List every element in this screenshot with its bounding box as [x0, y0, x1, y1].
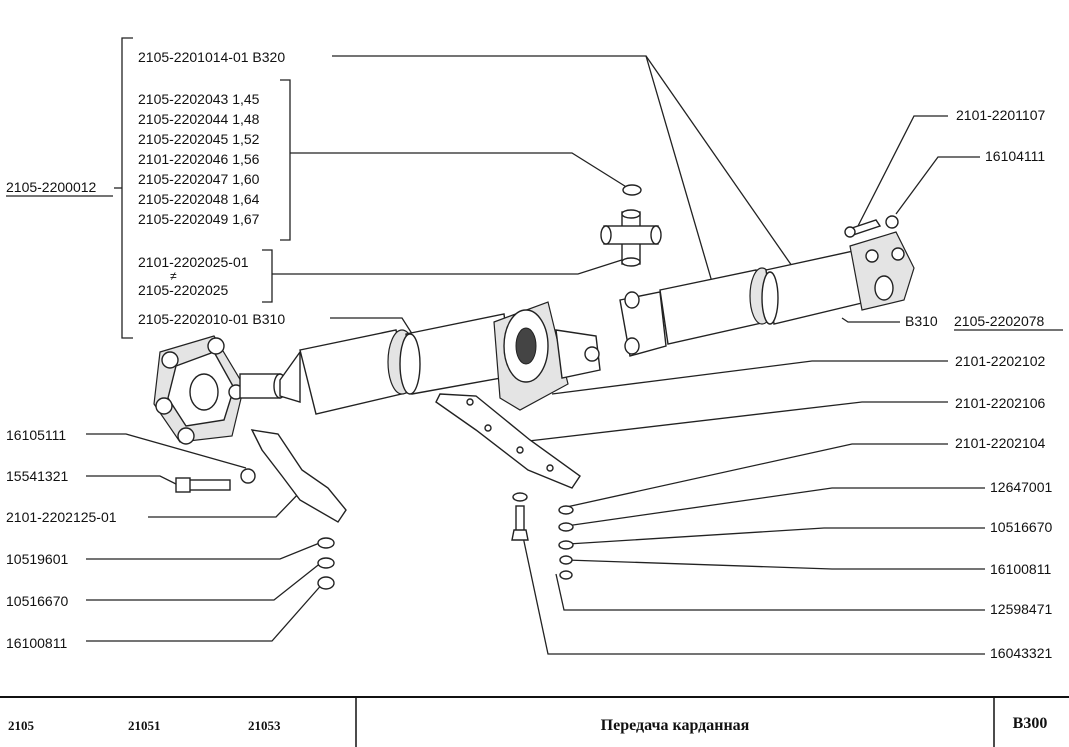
cross-alt-label-1: 2101-2202025-01 [138, 254, 249, 270]
spider-size-list: 2105-2202043 1,45 2105-2202044 1,48 2105… [138, 91, 260, 227]
footer-model-1: 2105 [8, 718, 35, 733]
plate-label: 2101-2202104 [955, 435, 1046, 451]
footer-model-2: 21051 [128, 718, 161, 733]
bracket-top-label: 2105-2201014-01 В320 [138, 49, 285, 65]
footer-title: Передача карданная [601, 717, 750, 734]
bolt-label: 2101-2201107 [956, 107, 1045, 123]
spider-size-item: 2105-2202048 1,64 [138, 191, 260, 207]
rear-bolt-nut [844, 215, 899, 238]
assembly-bracket [114, 37, 291, 339]
spider-size-item: 2105-2202045 1,52 [138, 131, 260, 147]
washer-label-left: 10519601 [6, 551, 69, 567]
rear-shaft-ref-label: В310 [905, 313, 938, 329]
center-support [493, 301, 601, 411]
stud-label-right: 16043321 [990, 645, 1053, 661]
spring-washer-label-right: 10516670 [990, 519, 1053, 535]
bracket-label-left: 2101-2202125-01 [6, 509, 117, 525]
footer-model-3: 21053 [248, 718, 281, 733]
rear-shaft [619, 231, 915, 357]
footer-code: В300 [1013, 715, 1048, 732]
nut-label-right: 16100811 [990, 561, 1051, 577]
leader-lines [86, 55, 985, 655]
nut-label-left-2: 16100811 [6, 635, 67, 651]
front-shaft [279, 313, 513, 415]
spring-washer-label-left: 10516670 [6, 593, 69, 609]
front-shaft-label: 2105-2202010-01 В310 [138, 311, 285, 327]
main-assembly-label: 2105-2200012 [6, 179, 97, 195]
bracket-label: 2101-2202106 [955, 395, 1046, 411]
nut-label: 16104111 [985, 148, 1045, 164]
neq-sign: ≠ [170, 269, 177, 283]
right-hardware [511, 492, 574, 580]
support-label: 2101-2202102 [955, 353, 1046, 369]
bolt-label-left: 15541321 [6, 468, 69, 484]
bolt-label-right: 12598471 [990, 601, 1053, 617]
spider-size-item: 2105-2202044 1,48 [138, 111, 260, 127]
left-hardware [175, 429, 347, 590]
universal-joint-cross [600, 184, 662, 267]
support-plate [435, 393, 581, 489]
spider-size-item: 2105-2202049 1,67 [138, 211, 260, 227]
footer: 2105 21051 21053 Передача карданная В300 [0, 696, 1069, 747]
nut-label-left: 16105111 [6, 427, 66, 443]
spider-size-item: 2105-2202047 1,60 [138, 171, 260, 187]
rear-shaft-part-label: 2105-2202078 [954, 313, 1045, 329]
front-coupling [153, 335, 287, 445]
cross-alt-label-2: 2105-2202025 [138, 282, 229, 298]
spider-size-item: 2105-2202043 1,45 [138, 91, 260, 107]
washer-label-right: 12647001 [990, 479, 1053, 495]
spider-size-item: 2101-2202046 1,56 [138, 151, 260, 167]
